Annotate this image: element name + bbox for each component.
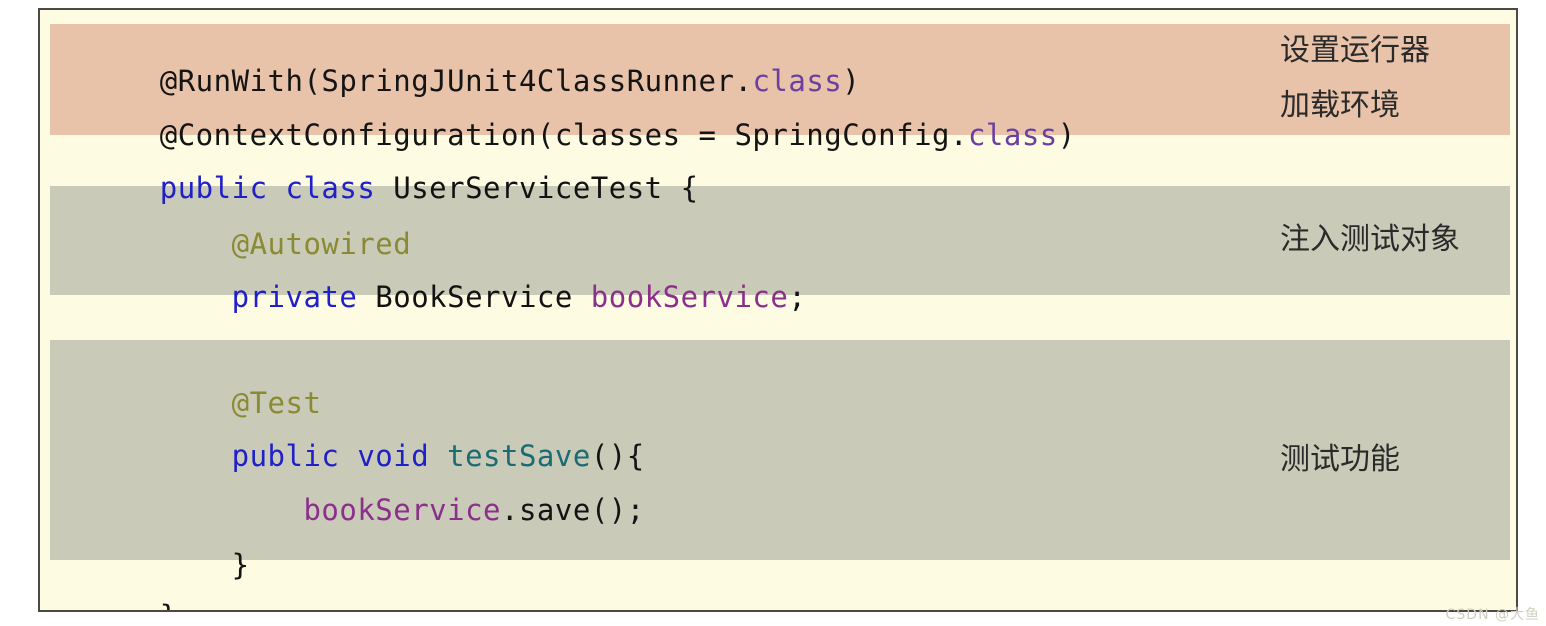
code-token-keyword-class: class	[752, 64, 843, 98]
code-token-method-name: testSave	[447, 439, 591, 473]
code-snippet-card: @RunWith(SpringJUnit4ClassRunner.class) …	[38, 8, 1518, 612]
code-line-autowired: @Autowired	[52, 201, 411, 288]
code-line-contextconfiguration: @ContextConfiguration(classes = SpringCo…	[52, 92, 1076, 179]
code-token: ;	[788, 280, 807, 314]
code-token: (){	[590, 439, 645, 473]
code-token: {	[662, 171, 699, 205]
code-line-class-declaration: public class UserServiceTest {	[52, 145, 699, 232]
code-line-testsave-signature: public void testSave(){	[52, 413, 645, 500]
note-inject-test-object: 注入测试对象	[1280, 222, 1460, 257]
code-token-keyword-class: class	[967, 118, 1058, 152]
code-token: @RunWith(SpringJUnit4ClassRunner.	[159, 64, 753, 98]
highlight-band-autowired-field	[50, 186, 1510, 295]
code-line-class-close: }	[52, 573, 178, 611]
code-token-brace: }	[159, 548, 250, 582]
code-token-class-name: UserServiceTest	[393, 171, 663, 205]
note-set-runner: 设置运行器	[1280, 33, 1430, 68]
code-token-method-call: .save();	[501, 493, 645, 527]
code-line-test-annotation: @Test	[52, 360, 321, 447]
code-token: )	[1057, 118, 1076, 152]
code-line-runwith: @RunWith(SpringJUnit4ClassRunner.class)	[52, 38, 860, 125]
code-token-annotation-test: @Test	[159, 386, 322, 420]
code-token: @ContextConfiguration(classes = SpringCo…	[159, 118, 968, 152]
code-token-modifier: public void	[159, 439, 448, 473]
code-token-annotation-autowired: @Autowired	[159, 227, 412, 261]
code-token-modifier: public class	[159, 171, 394, 205]
code-token-field-ref: bookService	[303, 493, 502, 527]
code-line-save-call: bookService.save();	[52, 467, 645, 554]
highlight-band-test-method	[50, 340, 1510, 560]
code-token: )	[842, 64, 861, 98]
highlight-band-contextconfiguration	[50, 78, 1510, 135]
note-test-function: 测试功能	[1280, 442, 1400, 477]
note-load-environment: 加载环境	[1280, 88, 1400, 123]
code-token-field-name: bookService	[590, 280, 789, 314]
code-token-brace: }	[160, 599, 178, 611]
csdn-watermark: CSDN @大鱼	[1445, 607, 1540, 623]
code-token-type: BookService	[375, 280, 591, 314]
highlight-band-runwith	[50, 24, 1510, 78]
code-token-modifier: private	[159, 280, 376, 314]
code-line-field-bookservice: private BookService bookService;	[52, 254, 806, 341]
code-line-method-close: }	[52, 522, 250, 609]
